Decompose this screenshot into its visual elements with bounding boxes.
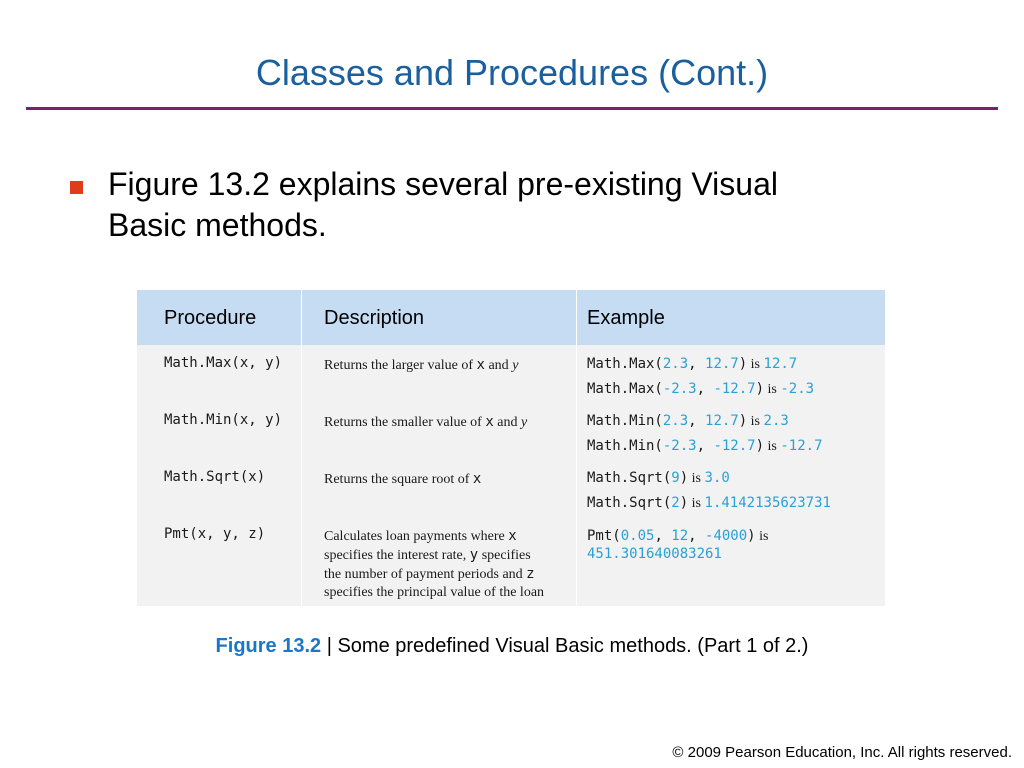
bullet-square-icon [70,181,83,194]
title-divider [26,107,998,110]
example-cell: Math.Max(2.3, 12.7) is 12.7 Math.Max(-2.… [587,354,814,404]
example-line: Math.Max(-2.3, -12.7) is -2.3 [587,381,815,397]
example-line: Math.Max(2.3, 12.7) is 12.7 [587,356,798,372]
caption-text: | Some predefined Visual Basic methods. … [321,635,809,657]
description-cell: Calculates loan payments where x specifi… [324,528,545,600]
procedure-cell: Math.Max(x, y) [164,355,283,371]
example-cell: Math.Min(2.3, 12.7) is 2.3 Math.Min(-2.3… [587,411,823,461]
description-cell: Returns the square root of x [324,471,482,487]
example-line: Math.Min(2.3, 12.7) is 2.3 [587,413,789,429]
procedure-cell: Pmt(x, y, z) [164,526,266,542]
table-header-row [137,290,885,345]
header-procedure: Procedure [164,307,257,329]
example-line: Math.Sqrt(9) is 3.0 [587,470,730,486]
example-line: Math.Sqrt(2) is 1.4142135623731 [587,495,831,511]
copyright-notice: © 2009 Pearson Education, Inc. All right… [672,744,1012,761]
methods-table: Procedure Description Example Math.Max(x… [137,290,885,606]
header-description: Description [324,307,425,329]
column-divider [301,290,302,606]
bullet-text: Figure 13.2 explains several pre-existin… [108,166,778,243]
slide-title: Classes and Procedures (Cont.) [255,52,769,93]
example-line: Pmt(0.05, 12, -4000) is [587,528,769,544]
figure-caption: Figure 13.2 | Some predefined Visual Bas… [0,635,1024,658]
example-cell: Pmt(0.05, 12, -4000) is 451.301640083261 [587,527,768,563]
column-divider [576,290,577,606]
description-cell: Returns the smaller value of x and y [324,414,528,430]
procedure-cell: Math.Min(x, y) [164,412,283,428]
figure-label: Figure 13.2 [215,635,322,657]
header-example: Example [587,307,665,329]
procedure-cell: Math.Sqrt(x) [164,469,266,485]
example-result: 451.301640083261 [587,546,722,562]
example-cell: Math.Sqrt(9) is 3.0 Math.Sqrt(2) is 1.41… [587,468,831,518]
example-line: Math.Min(-2.3, -12.7) is -12.7 [587,438,823,454]
description-cell: Returns the larger value of x and y [324,357,519,373]
